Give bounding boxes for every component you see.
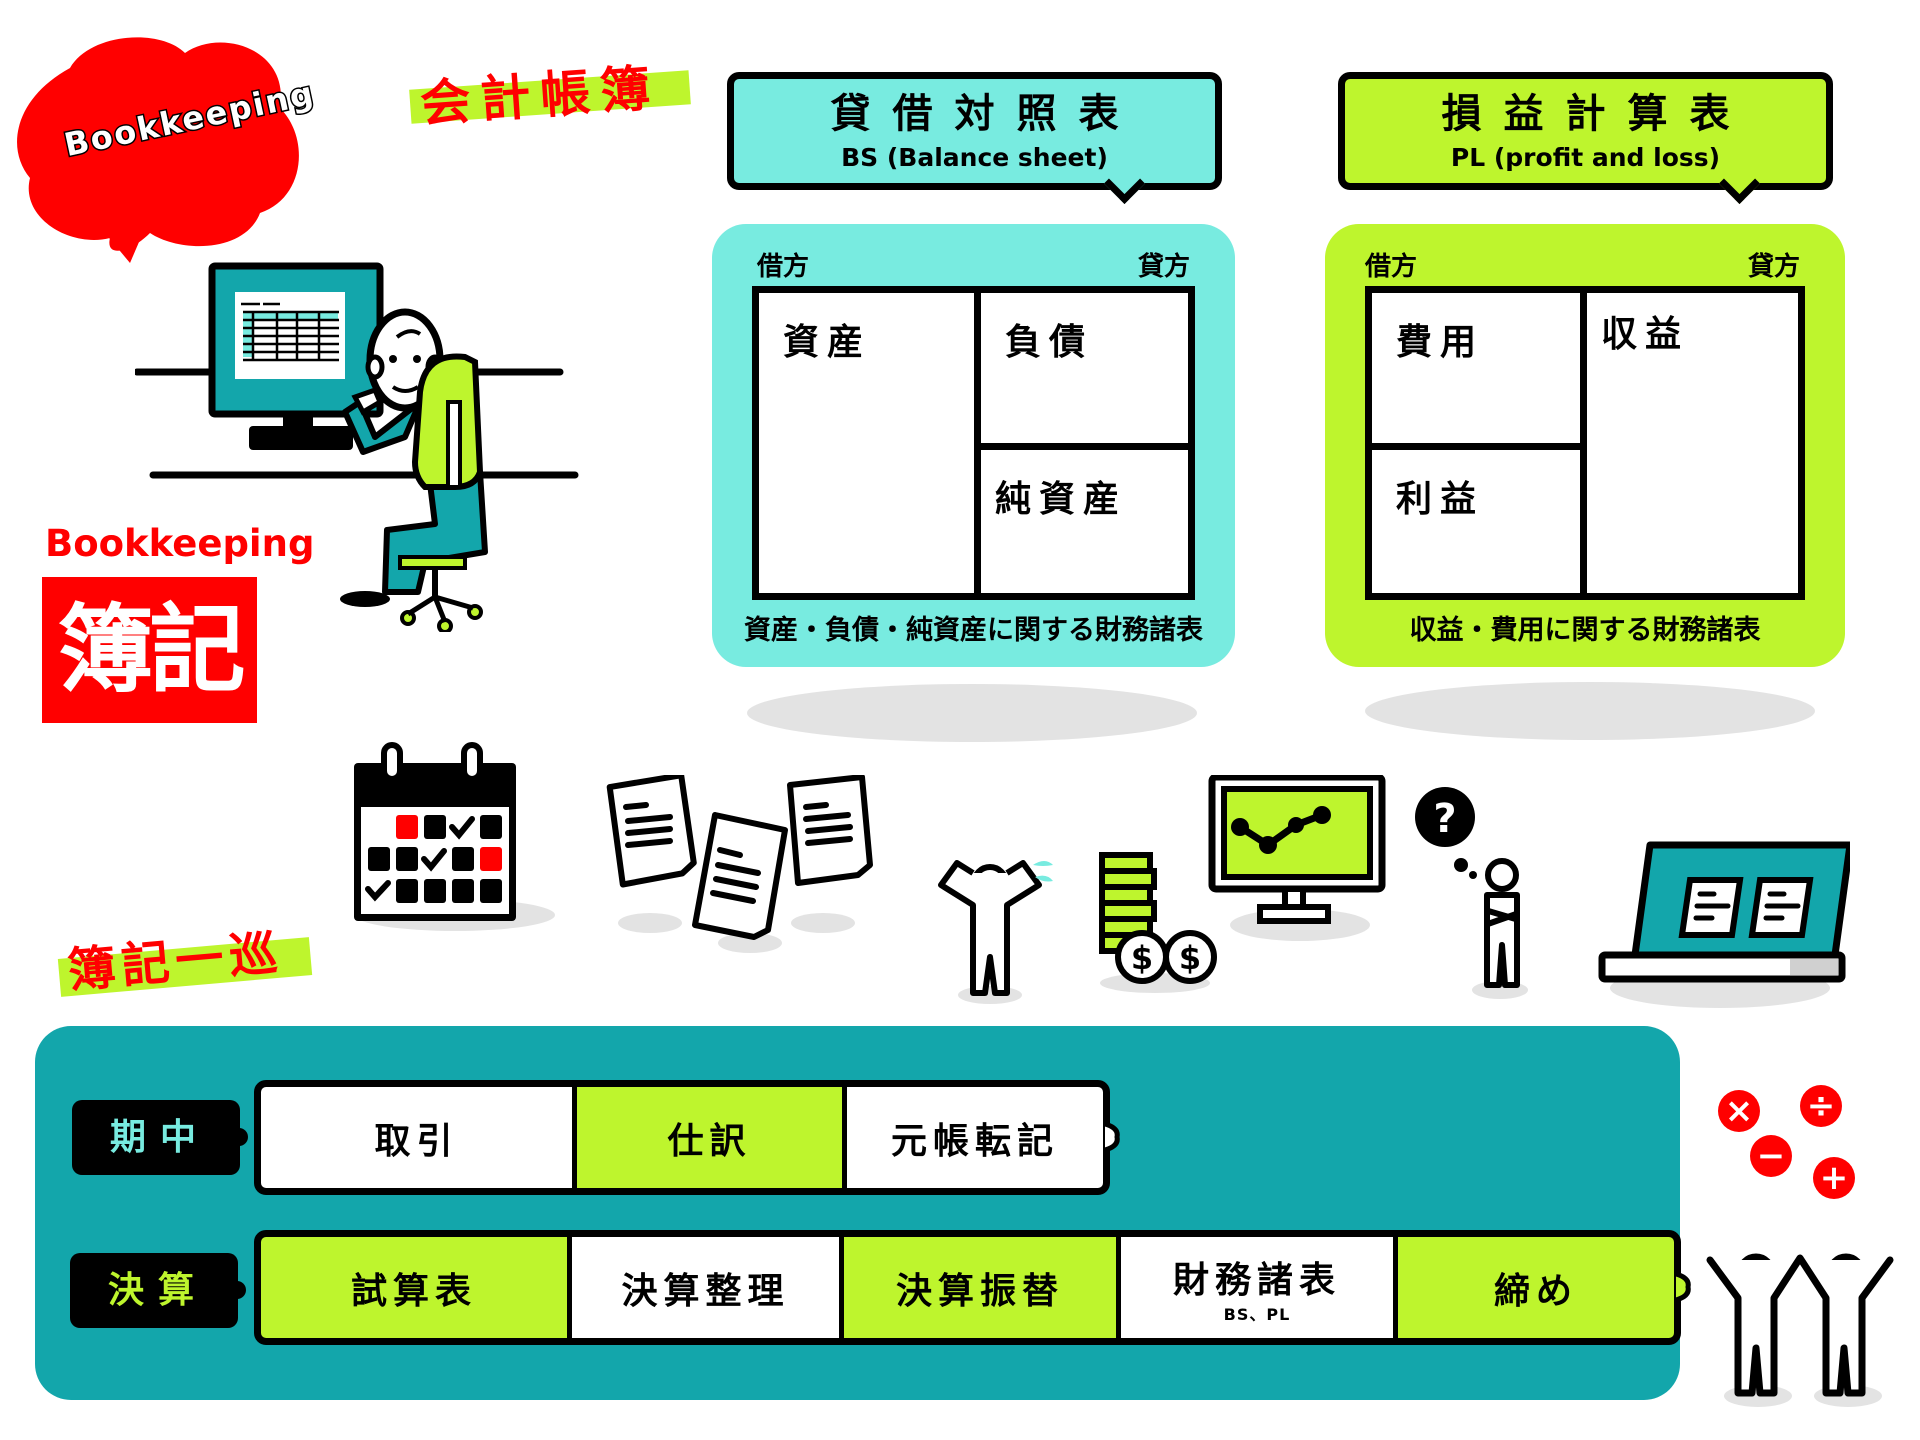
step-sublabel: BS、PL bbox=[1223, 1304, 1291, 1324]
monitor-person-icon bbox=[135, 262, 579, 632]
step-label: 元帳転記 bbox=[890, 1120, 1059, 1162]
thinking-person-icon: ? bbox=[1415, 787, 1528, 999]
bookkeeping-en-label: Bookkeeping bbox=[45, 522, 315, 565]
profit-loss-title: 損益計算表 bbox=[1441, 91, 1752, 137]
profit-loss-subtitle: PL (profit and loss) bbox=[1450, 143, 1721, 172]
divider bbox=[974, 293, 981, 593]
balance-sheet-subtitle: BS (Balance sheet) bbox=[841, 143, 1108, 172]
profit-loss-caption: 収益・費用に関する財務諸表 bbox=[1409, 615, 1761, 646]
speech-cloud-icon bbox=[17, 37, 299, 263]
cell-assets: 資産 bbox=[759, 293, 974, 593]
bookkeeping-cycle-flow: 期中 取引 仕訳 元帳転記 決算 試算表 決算整理 決算振替 財務諸表 BS、P… bbox=[35, 1026, 1691, 1400]
step-trial-balance: 試算表 bbox=[261, 1237, 567, 1338]
divider bbox=[1580, 293, 1587, 593]
step-label: 取引 bbox=[374, 1120, 459, 1162]
step-label: 試算表 bbox=[350, 1270, 477, 1312]
chart-monitor-icon bbox=[1208, 775, 1386, 941]
cell-net-assets: 純資産 bbox=[981, 450, 1188, 593]
chevron-right-icon bbox=[1675, 1272, 1691, 1302]
step-label: 決算整理 bbox=[621, 1270, 790, 1312]
minus-icon: − bbox=[1750, 1135, 1792, 1177]
cell-revenue: 収益 bbox=[1587, 293, 1798, 593]
step-transaction: 取引 bbox=[261, 1087, 572, 1188]
shadow bbox=[1365, 682, 1815, 740]
step-label: 決算振替 bbox=[895, 1270, 1064, 1312]
chevron-right-icon bbox=[1104, 1122, 1120, 1152]
divide-icon: ÷ bbox=[1800, 1085, 1842, 1127]
bookkeeping-ja-label: 簿記 bbox=[42, 577, 257, 723]
step-journal-entry: 仕訳 bbox=[572, 1087, 842, 1188]
laptop-icon bbox=[1598, 841, 1850, 1008]
math-operators-icon: × ÷ − + bbox=[1715, 1085, 1905, 1220]
svg-text:$: $ bbox=[1131, 939, 1153, 977]
balance-sheet-header: 貸借対照表 BS (Balance sheet) bbox=[727, 72, 1222, 205]
divider bbox=[981, 443, 1188, 450]
step-financial-statements: 財務諸表 BS、PL bbox=[1116, 1237, 1393, 1338]
coins-icon: $ $ bbox=[1099, 852, 1217, 993]
step-close-books: 締め bbox=[1393, 1237, 1674, 1338]
calendar-icon bbox=[354, 742, 555, 931]
revenue-label: 収益 bbox=[1601, 314, 1690, 355]
credit-label: 貸方 bbox=[1747, 252, 1800, 282]
step-closing-adjustments: 決算整理 bbox=[567, 1237, 839, 1338]
flow-row-during-period: 取引 仕訳 元帳転記 bbox=[254, 1080, 1110, 1195]
step-ledger-posting: 元帳転記 bbox=[842, 1087, 1103, 1188]
cell-profit: 利益 bbox=[1372, 450, 1580, 593]
documents-icon bbox=[606, 775, 873, 953]
svg-text:$: $ bbox=[1179, 939, 1201, 977]
balance-sheet-grid: 資産 負債 純資産 bbox=[752, 286, 1195, 600]
balance-sheet-title: 貸借対照表 bbox=[830, 91, 1141, 137]
profit-loss-panel: 借方 貸方 費用 利益 収益 収益・費用に関する財務諸表 bbox=[1325, 224, 1845, 667]
divider bbox=[1372, 443, 1580, 450]
net-assets-label: 純資産 bbox=[995, 479, 1128, 520]
assets-label: 資産 bbox=[783, 322, 872, 363]
debit-label: 借方 bbox=[757, 252, 810, 282]
shadow bbox=[747, 684, 1197, 742]
cell-liabilities: 負債 bbox=[981, 293, 1188, 443]
credit-label: 貸方 bbox=[1137, 252, 1190, 282]
cycle-title-banner: 簿記一巡 bbox=[55, 918, 315, 999]
phase-label-during-period: 期中 bbox=[72, 1100, 248, 1175]
step-label: 仕訳 bbox=[667, 1120, 752, 1162]
step-closing-transfers: 決算振替 bbox=[839, 1237, 1116, 1338]
title-banner: 会計帳簿 bbox=[408, 52, 693, 133]
phase-label-closing: 決算 bbox=[70, 1253, 246, 1328]
celebrating-people-icon bbox=[1706, 1253, 1894, 1407]
profit-loss-header: 損益計算表 PL (profit and loss) bbox=[1338, 72, 1833, 205]
step-label: 財務諸表 bbox=[1172, 1259, 1341, 1301]
liabilities-label: 負債 bbox=[1005, 322, 1094, 363]
profit-loss-grid: 費用 利益 収益 bbox=[1365, 286, 1805, 600]
svg-text:?: ? bbox=[1433, 796, 1456, 842]
balance-sheet-caption: 資産・負債・純資産に関する財務諸表 bbox=[744, 615, 1203, 646]
cell-expenses: 費用 bbox=[1372, 293, 1580, 443]
step-label: 締め bbox=[1493, 1270, 1578, 1312]
profit-label: 利益 bbox=[1396, 479, 1485, 520]
cycle-title: 簿記一巡 bbox=[65, 924, 286, 1000]
balance-sheet-panel: 借方 貸方 資産 負債 純資産 資産・負債・純資産に関する財務諸表 bbox=[712, 224, 1235, 667]
debit-label: 借方 bbox=[1365, 252, 1418, 282]
flow-row-closing: 試算表 決算整理 決算振替 財務諸表 BS、PL 締め bbox=[254, 1230, 1681, 1345]
stressed-person-icon bbox=[938, 860, 1053, 1004]
plus-icon: + bbox=[1813, 1157, 1855, 1199]
expenses-label: 費用 bbox=[1396, 322, 1485, 363]
banner-title: 会計帳簿 bbox=[418, 58, 663, 134]
multiply-icon: × bbox=[1718, 1090, 1760, 1132]
